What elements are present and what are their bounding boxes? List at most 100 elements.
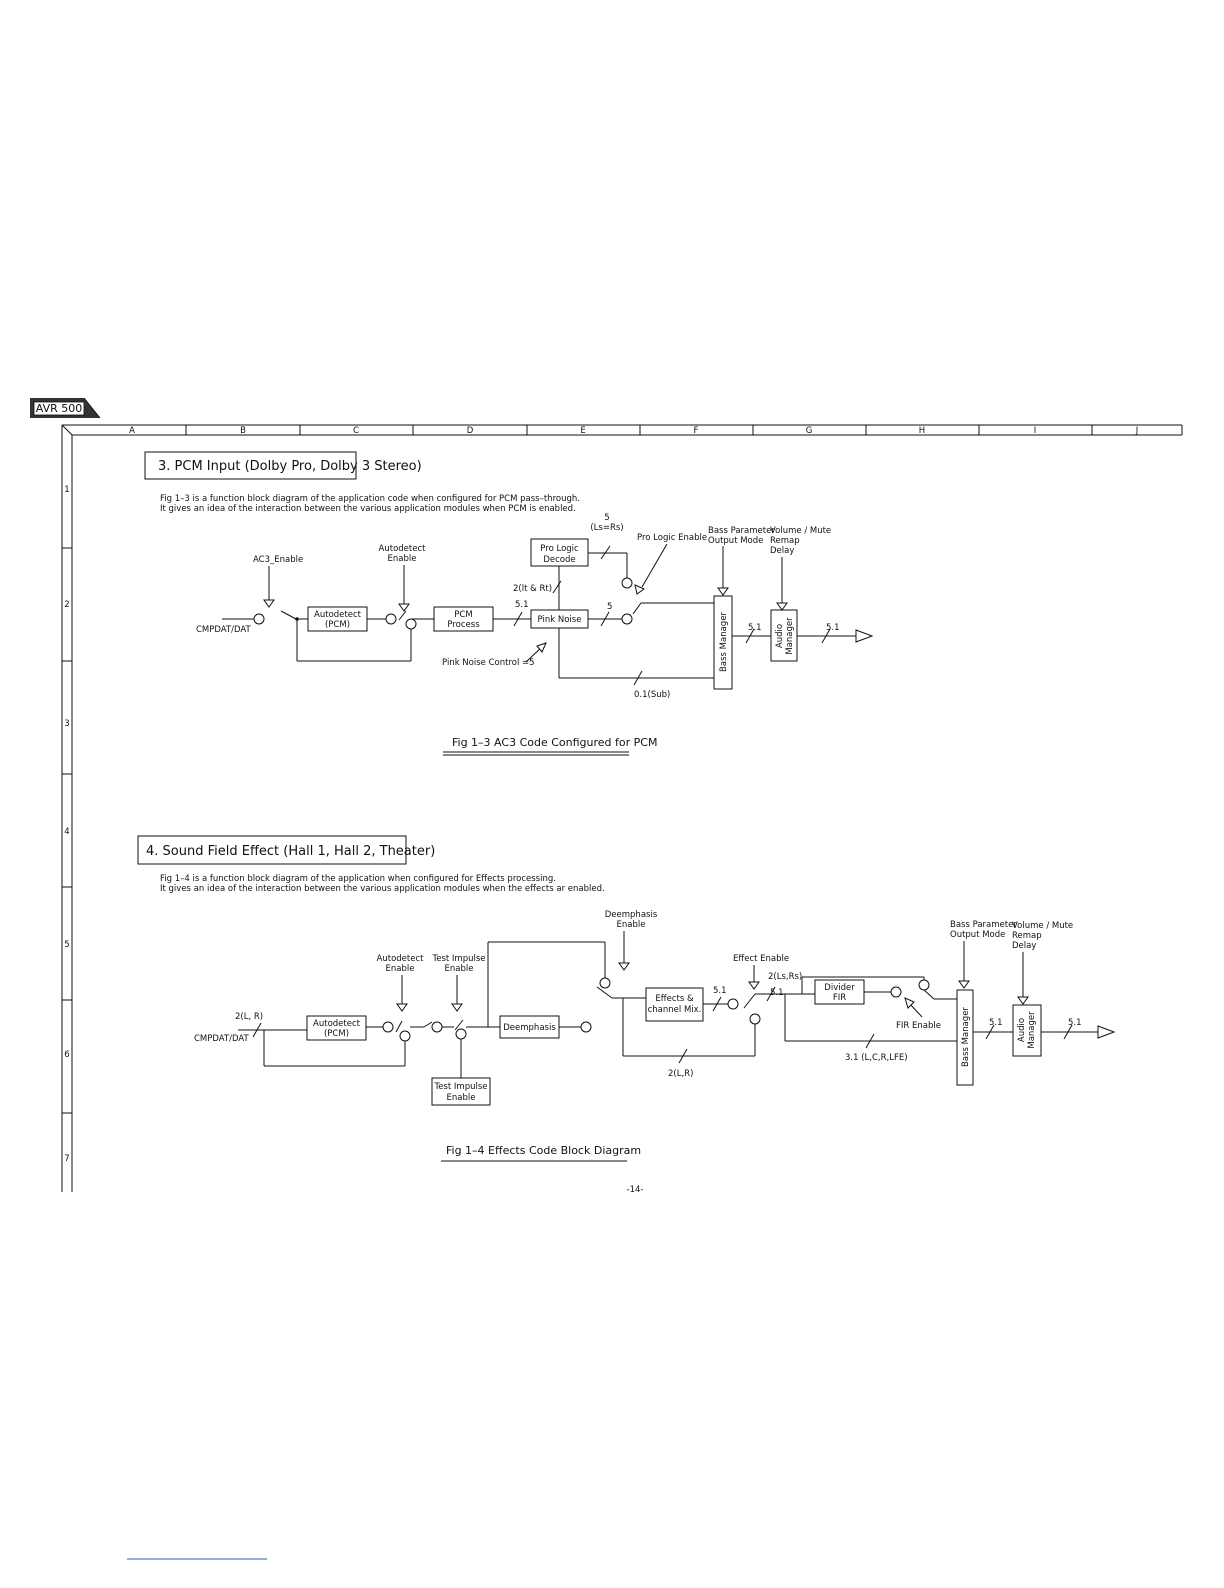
s4-autodetect-line1: Autodetect (313, 1019, 361, 1029)
s3-pro-logic-line1: Pro Logic (540, 544, 579, 554)
arrow-icon (904, 997, 915, 1009)
model-tag-text: AVR 500 (36, 402, 82, 415)
row-label: 4 (64, 827, 69, 837)
s3-bass-param-line1: Bass Parameter (708, 526, 775, 536)
s3-bass-manager-label: Bass Manager (719, 612, 729, 672)
s4-volume-line2: Remap (1012, 931, 1042, 941)
arrow-down-icon (958, 980, 970, 989)
s3-pcm-process-block (433, 606, 494, 632)
s4-bass-manager-block (956, 989, 974, 1086)
arrow-down-icon (398, 603, 410, 612)
frame-border (61, 424, 1183, 1192)
s3-pcm-process-line2: Process (447, 620, 480, 630)
s4-sig-51-b: 5.1 (770, 988, 784, 998)
section4-desc-line2: It gives an idea of the interaction betw… (160, 884, 605, 894)
arrow-down-icon (451, 1003, 463, 1012)
s3-sig-5-mid: 5 (607, 602, 612, 612)
row-label: 3 (64, 719, 69, 729)
s3-sig-01-sub: 0.1(Sub) (634, 690, 670, 700)
s3-pink-noise-control: Pink Noise Control =5 (442, 658, 535, 668)
s4-autodetect-enable-line2: Enable (386, 964, 415, 974)
section4-title: 4. Sound Field Effect (Hall 1, Hall 2, T… (146, 844, 435, 859)
s3-bass-manager-block (713, 595, 733, 690)
col-label: E (580, 426, 585, 436)
section3-caption: Fig 1–3 AC3 Code Configured for PCM (452, 736, 657, 749)
col-label: A (129, 426, 135, 436)
s3-sig-51-c: 5.1 (826, 623, 840, 633)
output-arrow-icon (1097, 1025, 1116, 1039)
s4-test-impulse-line1: Test Impulse (433, 1082, 487, 1092)
s4-test-impulse-enable-line2: Enable (445, 964, 474, 974)
s4-divider-fir-block (814, 979, 865, 1005)
s3-input-node (253, 613, 265, 625)
s3-autodetect-line2: (PCM) (325, 620, 350, 630)
s3-autodetect-block (307, 606, 368, 632)
s4-effects-mix-block (645, 987, 704, 1022)
output-arrow-icon (855, 629, 874, 643)
s4-test-impulse-enable-line1: Test Impulse (431, 954, 485, 964)
s4-audio-manager-line1: Audio (1017, 1018, 1027, 1042)
s4-sig-31: 3.1 (L,C,R,LFE) (845, 1053, 908, 1063)
s3-sig-5-top: 5 (604, 513, 609, 523)
s3-ac3-enable-label: AC3_Enable (253, 555, 303, 565)
col-label: D (467, 426, 474, 436)
page-number: -14- (627, 1185, 644, 1195)
s4-sig-51-d: 5.1 (1068, 1018, 1082, 1028)
col-label: J (1135, 426, 1139, 436)
s4-divider-line2: FIR (833, 993, 846, 1003)
arrow-down-icon (396, 1003, 408, 1012)
s4-sig-51-c: 5.1 (989, 1018, 1003, 1028)
arrow-down-icon (748, 981, 760, 990)
col-label: F (694, 426, 699, 436)
switch-node-icon (727, 998, 739, 1010)
s3-sig-51-b: 5.1 (748, 623, 762, 633)
arrow-down-icon (776, 602, 788, 611)
switch-node-icon (382, 1021, 394, 1033)
row-label: 7 (64, 1154, 69, 1164)
s3-pro-logic-block (530, 538, 589, 567)
s3-sig-ls-rs: (Ls=Rs) (590, 523, 623, 533)
arrow-down-icon (717, 587, 729, 596)
s4-bass-manager-label: Bass Manager (961, 1007, 971, 1067)
col-label: I (1034, 426, 1037, 436)
s3-audio-manager-line1: Audio (775, 624, 785, 648)
s4-sig-51-a: 5.1 (713, 986, 727, 996)
switch-node-icon (431, 1021, 443, 1033)
s3-bass-param-line2: Output Mode (708, 536, 763, 546)
s3-autodetect-enable-line2: Enable (388, 554, 417, 564)
s4-audio-manager-line2: Manager (1027, 1011, 1037, 1049)
s4-deemphasis-enable-line1: Deemphasis (605, 910, 658, 920)
switch-node-icon (405, 618, 417, 630)
s4-volume-line3: Delay (1012, 941, 1036, 951)
row-label: 1 (64, 485, 69, 495)
col-label: G (806, 426, 813, 436)
section4-title-box (137, 835, 407, 865)
s4-deemphasis-enable-line2: Enable (617, 920, 646, 930)
col-label: B (240, 426, 246, 436)
s3-autodetect-enable-line1: Autodetect (379, 544, 427, 554)
s3-volume-line1: Volume / Mute (770, 526, 831, 536)
section4-caption: Fig 1–4 Effects Code Block Diagram (446, 1144, 641, 1157)
s3-pcm-process-line1: PCM (454, 610, 472, 620)
arrow-down-icon (1017, 996, 1029, 1005)
s4-bass-param-line2: Output Mode (950, 930, 1005, 940)
arrow-icon (634, 584, 646, 595)
switch-node-icon (580, 1021, 592, 1033)
row-label: 6 (64, 1050, 69, 1060)
s3-sig-2-lt-rt: 2(lt & Rt) (513, 584, 552, 594)
arrow-icon (536, 642, 547, 653)
s4-volume-line1: Volume / Mute (1012, 921, 1073, 931)
switch-node-icon (749, 1013, 761, 1025)
s3-input-label: CMPDAT/DAT (196, 625, 252, 635)
s4-effect-enable: Effect Enable (733, 954, 789, 964)
switch-node-icon (918, 979, 930, 991)
section4: 4. Sound Field Effect (Hall 1, Hall 2, T… (137, 835, 1116, 1162)
switch-node-icon (399, 1030, 411, 1042)
s4-autodetect-line2: (PCM) (324, 1029, 349, 1039)
switch-node-icon (890, 986, 902, 998)
s3-volume-line3: Delay (770, 546, 794, 556)
s4-deemphasis-label: Deemphasis (503, 1023, 556, 1033)
switch-node-icon (599, 977, 611, 989)
